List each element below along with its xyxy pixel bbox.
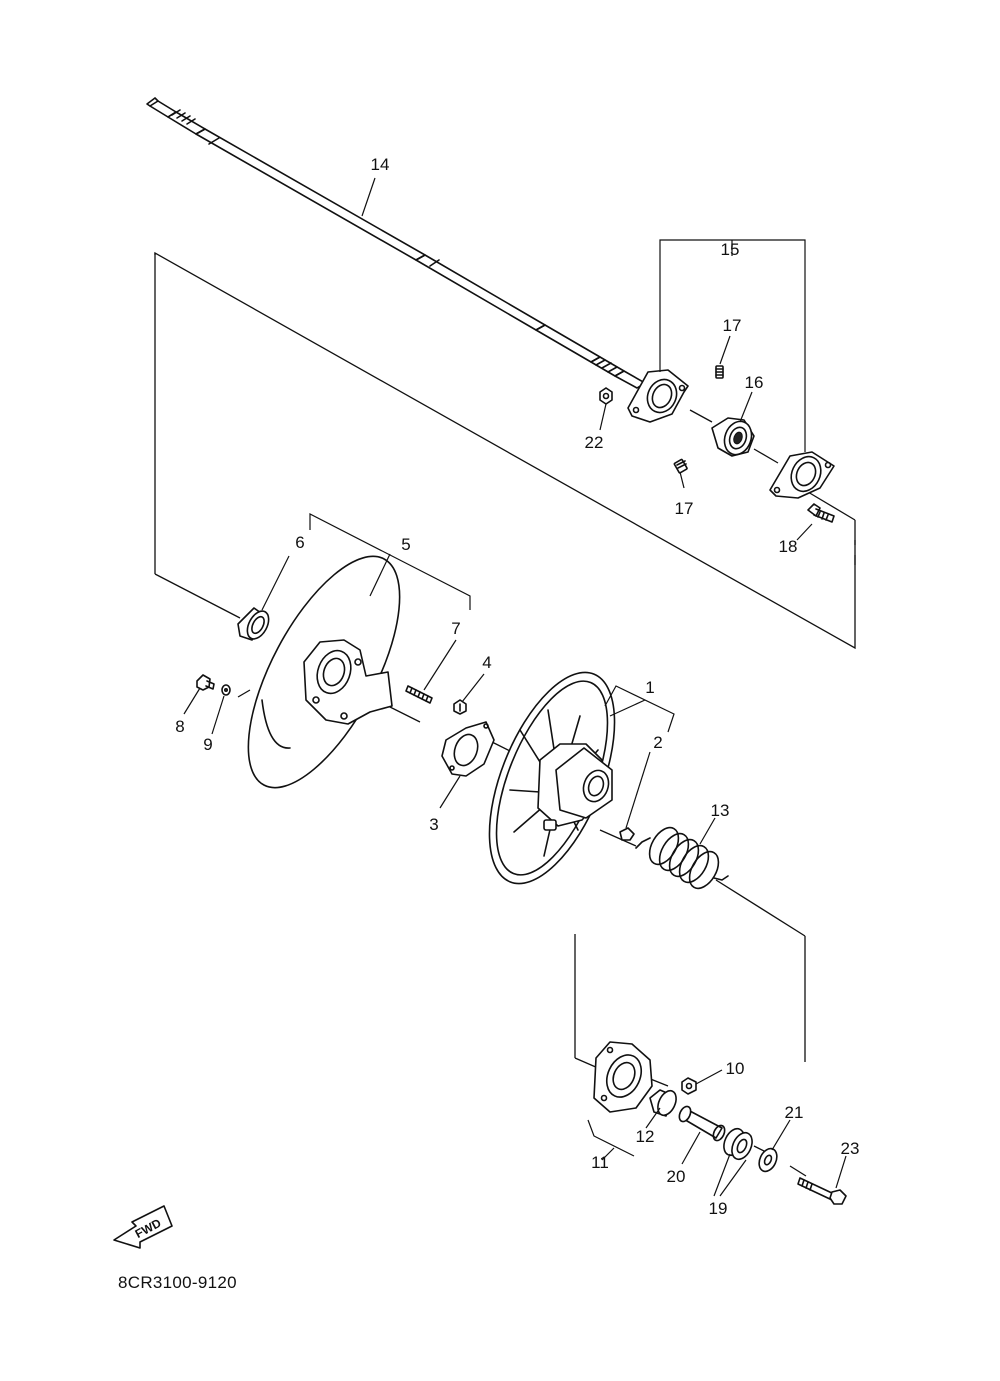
- flange-bolt: [807, 503, 835, 523]
- set-screws: [673, 365, 724, 474]
- bushing: [237, 607, 270, 641]
- callout-3: 3: [429, 815, 438, 834]
- assembly-guide-lines: [154, 251, 856, 1177]
- bearing-housing-left: [627, 369, 689, 423]
- callout-8: 8: [175, 717, 184, 736]
- callout-6: 6: [295, 533, 304, 552]
- small-nut: [599, 387, 613, 405]
- sleeve: [678, 1105, 726, 1142]
- fwd-arrow-icon: FWD: [113, 1205, 173, 1249]
- callout-20: 19: [709, 1199, 728, 1218]
- callout-18: 18: [779, 537, 798, 556]
- callout-1: 1: [645, 678, 654, 697]
- callout-7: 7: [451, 619, 460, 638]
- spacer-pair: [723, 1127, 753, 1161]
- shaft: [146, 97, 646, 389]
- callout-14: 14: [371, 155, 390, 174]
- gasket-plate: [441, 721, 495, 777]
- long-bolt: [797, 1177, 847, 1205]
- leader-lines: [183, 177, 847, 1189]
- hex-bolt-and-washer: [196, 674, 231, 696]
- bearing-housing-right: [769, 451, 835, 499]
- callout-16: 16: [745, 373, 764, 392]
- callout-11: 11: [591, 1153, 609, 1172]
- callout-9: 9: [203, 735, 212, 754]
- callout-19: 22: [585, 433, 604, 452]
- callout-2: 2: [653, 733, 662, 752]
- callout-21: 20: [667, 1167, 686, 1186]
- bearing: [711, 417, 755, 457]
- drawing-code: 8CR3100-9120: [118, 1273, 237, 1292]
- cam-bracket: [593, 1041, 653, 1113]
- callout-5: 5: [401, 535, 410, 554]
- collar: [649, 1089, 677, 1117]
- callout-17-bottom: 17: [675, 499, 694, 518]
- flange-nut: [681, 1077, 697, 1095]
- callout-17-top: 17: [723, 316, 742, 335]
- callout-4: 4: [482, 653, 491, 672]
- slider-button: [619, 827, 635, 841]
- fixed-sheave: [247, 555, 401, 789]
- callout-22: 21: [785, 1103, 804, 1122]
- callout-23: 23: [841, 1139, 860, 1158]
- callout-13: 13: [711, 801, 730, 820]
- spring: [635, 826, 729, 890]
- screw-small: [453, 699, 467, 715]
- callout-12: 12: [636, 1127, 655, 1146]
- sliding-sheave: [488, 671, 616, 885]
- callout-15: 15: [721, 240, 740, 259]
- washer: [758, 1147, 778, 1173]
- group-brackets: [309, 239, 806, 1197]
- stud-bolt: [405, 685, 433, 704]
- callout-10: 10: [726, 1059, 745, 1078]
